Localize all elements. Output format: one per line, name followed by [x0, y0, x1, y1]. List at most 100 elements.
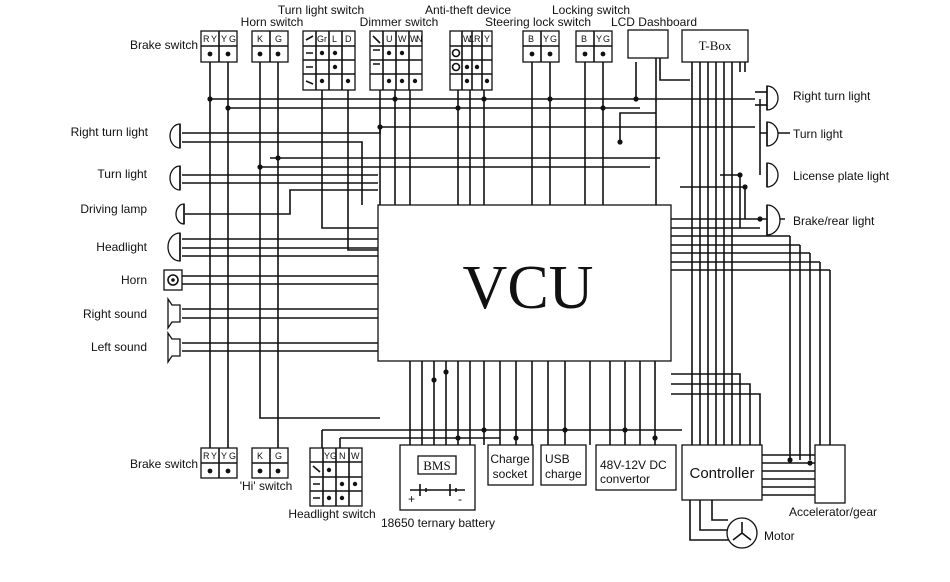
right-sound-speaker-icon	[167, 296, 181, 331]
left-right-turn-light-label: Right turn light	[71, 125, 149, 139]
battery-icon	[410, 484, 465, 496]
charge-socket-label-2: socket	[493, 467, 528, 481]
cell-d: D	[345, 34, 352, 44]
cell-b: B	[581, 34, 587, 44]
locking-switch-connector: B Y G	[575, 30, 613, 63]
horn-label: Horn	[121, 273, 147, 287]
motor-label: Motor	[764, 529, 795, 543]
headlight-label: Headlight	[96, 240, 147, 254]
wires	[182, 58, 831, 541]
hi-switch-label: 'Hi' switch	[240, 479, 293, 493]
accelerator-gear-box	[814, 444, 846, 504]
vcu-label: VCU	[463, 254, 594, 322]
controller-box	[681, 444, 763, 501]
brake-switch-bottom-label: Brake switch	[130, 457, 198, 471]
cell-g: G	[603, 34, 610, 44]
brake-rear-light-label: Brake/rear light	[793, 214, 875, 228]
dc-converter-box	[595, 444, 677, 491]
cell-y: Y	[543, 34, 549, 44]
left-right-turn-light	[169, 123, 181, 149]
brake-rear-light	[766, 204, 781, 236]
left-sound-speaker-icon	[167, 330, 181, 365]
cell-y: Y	[596, 34, 602, 44]
left-sound-label: Left sound	[91, 340, 147, 354]
lock-icon	[451, 48, 461, 58]
cell-g: G	[330, 451, 337, 461]
dimmer-switch-connector: U W W N	[369, 30, 423, 91]
svg-text:-: -	[458, 492, 462, 506]
horn-switch-label: Horn switch	[241, 15, 304, 29]
junctions	[207, 96, 813, 466]
bms-box	[417, 455, 457, 475]
vcu-box	[377, 204, 672, 362]
usb-charge-label-2: charge	[545, 467, 582, 481]
license-plate-light	[766, 162, 779, 188]
cell-gr: Gr	[317, 34, 327, 44]
locking-switch-label: Locking switch	[552, 3, 630, 17]
charge-socket-box	[487, 444, 534, 486]
cell-g: G	[229, 451, 236, 461]
cell-y: Y	[484, 34, 490, 44]
turn-arrow-icon	[305, 35, 314, 85]
motor-icon	[726, 517, 758, 549]
turn-light-switch-connector: Gr L D	[302, 30, 356, 91]
charge-socket-label-1: Charge	[490, 452, 530, 466]
turn-light-switch-label: Turn light switch	[278, 3, 364, 17]
dc-converter-label-1: 48V-12V DC	[600, 458, 667, 472]
horn-switch-connector: K G	[251, 30, 289, 63]
cell-l: L	[469, 34, 474, 44]
cell-b: B	[528, 34, 534, 44]
controller-label: Controller	[689, 465, 754, 482]
left-driving-lamp	[175, 203, 185, 225]
cell-n: N	[339, 451, 346, 461]
brake-switch-top-connector: R Y Y G	[200, 30, 238, 63]
cell-w: W	[398, 34, 407, 44]
svg-text:+: +	[408, 492, 415, 506]
cell-w: W	[351, 451, 360, 461]
t-box-label: T-Box	[699, 38, 732, 53]
right-right-turn-light-label: Right turn light	[793, 89, 871, 103]
cell-g: G	[275, 451, 282, 461]
cell-k: K	[257, 34, 263, 44]
headlight-switch-connector: Y G N W	[309, 447, 363, 507]
cell-g: G	[550, 34, 557, 44]
right-right-turn-light	[755, 85, 779, 111]
cell-r: R	[203, 34, 210, 44]
lcd-dashboard-box	[627, 29, 669, 59]
left-turn-light	[169, 165, 181, 191]
left-headlight	[167, 232, 181, 262]
steering-lock-switch-label: Steering lock switch	[485, 15, 591, 29]
cell-w: W	[463, 34, 472, 44]
brake-switch-bottom-connector: R Y Y G	[200, 447, 238, 479]
dc-converter-label-2: convertor	[600, 472, 650, 486]
hi-switch-connector: K G	[251, 447, 289, 479]
brake-switch-top-label: Brake switch	[130, 38, 198, 52]
cell-g: G	[275, 34, 282, 44]
cell-y2: Y	[221, 34, 227, 44]
cell-y: Y	[211, 451, 217, 461]
cell-y2: Y	[221, 451, 227, 461]
anti-theft-device-label: Anti-theft device	[425, 3, 511, 17]
cell-u: U	[386, 34, 393, 44]
right-turn-light	[766, 121, 779, 147]
headlight-switch-icon	[312, 465, 321, 499]
dimmer-icon	[372, 35, 381, 65]
driving-lamp-label: Driving lamp	[80, 202, 147, 216]
dimmer-switch-label: Dimmer switch	[360, 15, 439, 29]
cell-w2: W	[410, 34, 419, 44]
license-plate-light-label: License plate light	[793, 169, 890, 183]
right-sound-label: Right sound	[83, 307, 147, 321]
horn-icon	[163, 269, 183, 291]
headlight-switch-label: Headlight switch	[288, 507, 375, 521]
cell-r: R	[474, 34, 481, 44]
lcd-dashboard-label: LCD Dashboard	[611, 15, 697, 29]
cell-k: K	[257, 451, 263, 461]
anti-theft-device-connector: W L R Y	[449, 30, 493, 91]
cell-y: Y	[324, 451, 330, 461]
t-box	[681, 29, 749, 63]
battery-label: 18650 ternary battery	[381, 516, 495, 530]
cell-l: L	[332, 34, 337, 44]
usb-charge-label-1: USB	[545, 452, 570, 466]
cell-y: Y	[211, 34, 217, 44]
steering-lock-switch-connector: B Y G	[522, 30, 560, 63]
